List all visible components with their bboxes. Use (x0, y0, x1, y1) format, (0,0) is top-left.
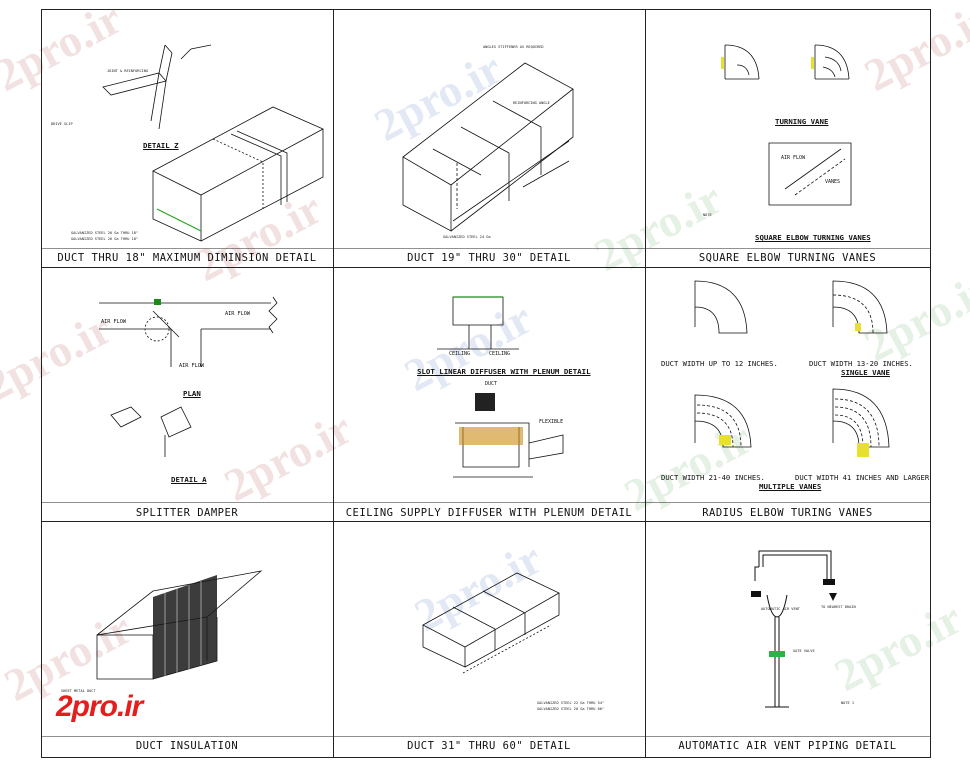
panel-title: AUTOMATIC AIR VENT PIPING DETAIL (678, 740, 897, 752)
panel-duct-31-60: GALVANIZED STEEL 22 Ga THRU 54" GALVANIZ… (333, 521, 645, 757)
single-vane-sublabel: SINGLE VANE (841, 368, 890, 377)
duct-isometric-drawing (102, 44, 324, 242)
detail-z-label: DETAIL Z (143, 141, 179, 150)
duct-insulation-drawing (96, 570, 263, 680)
panel-title: SQUARE ELBOW TURNING VANES (698, 252, 877, 264)
air-flow-label: AIR FLOW (781, 155, 806, 161)
ceiling-label: CEILING (449, 351, 471, 357)
note-text: GALVANIZED STEEL 20 Ga THRU 60" (537, 707, 605, 711)
plan-label: PLAN (183, 389, 201, 398)
panel-ceiling-diffuser: SLOT LINEAR DIFFUSER WITH PLENUM DETAIL … (333, 267, 645, 521)
note-text: GALVANIZED STEEL 26 Ga THRU 18" (71, 231, 139, 235)
air-vent-piping-drawing (751, 550, 837, 708)
note-text: SHEET METAL DUCT (61, 689, 96, 693)
site-logo: 2pro.ir (56, 690, 143, 723)
note-text: GALVANIZED STEEL 22 Ga THRU 54" (537, 701, 605, 705)
air-flow-label: AIR FLOW (225, 311, 250, 317)
panel-square-elbow: TURNING VANE AIR FLOW VANES NOTE SQUARE … (645, 9, 930, 267)
air-flow-label: AIR FLOW (179, 363, 204, 369)
note-text: GALVANIZED STEEL 24 Ga (443, 235, 491, 239)
detail-a-label: DETAIL A (171, 475, 207, 484)
turning-vane-label: TURNING VANE (775, 117, 829, 126)
note-text: ANGLES STIFFENER AS REQUIRED (483, 45, 544, 49)
panel-title: DUCT 19" THRU 30" DETAIL (407, 252, 571, 264)
panel-title: CEILING SUPPLY DIFFUSER WITH PLENUM DETA… (345, 507, 633, 519)
note-label: NOTE 1 (841, 701, 854, 705)
note-text: AUTOMATIC AIR VENT (761, 607, 800, 611)
duct-isometric-drawing (422, 572, 560, 674)
panel-air-vent-piping: TO NEAREST DRAIN AUTOMATIC AIR VENT GATE… (645, 521, 930, 757)
note-text: TO NEAREST DRAIN (821, 605, 856, 609)
note-text: GALVANIZED STEEL 26 Ga THRU 18" (71, 237, 139, 241)
panel-duct-insulation: SHEET METAL DUCT DUCT INSULATION (41, 521, 333, 757)
panel-duct-19-30: ANGLES STIFFENER AS REQUIRED REINFORCING… (333, 9, 645, 267)
vanes-label: VANES (825, 179, 841, 185)
panel-title: RADIUS ELBOW TURING VANES (702, 507, 873, 519)
panel-duct-thru-18: DETAIL Z JOINT & REINFORCING DRIVE SLIP … (41, 9, 333, 267)
diffuser-plenum-drawing (437, 296, 564, 478)
panel-splitter-damper: AIR FLOW AIR FLOW AIR FLOW PLAN DETAIL A… (41, 267, 333, 521)
flexible-label: FLEXIBLE (539, 419, 564, 425)
radius-caption: DUCT WIDTH 21-40 INCHES. (661, 473, 765, 482)
radius-elbow-drawing (694, 280, 890, 457)
panel-radius-elbow: DUCT WIDTH UP TO 12 INCHES. DUCT WIDTH 1… (645, 267, 930, 521)
multiple-vanes-sublabel: MULTIPLE VANES (759, 482, 822, 491)
panel-title: SPLITTER DAMPER (135, 507, 239, 519)
slot-diffuser-sublabel: SLOT LINEAR DIFFUSER WITH PLENUM DETAIL (417, 367, 591, 376)
air-flow-label: AIR FLOW (101, 319, 126, 325)
ceiling-label: CEILING (489, 351, 511, 357)
panel-title: DUCT THRU 18" MAXIMUM DIMINSION DETAIL (57, 252, 317, 264)
duct-label: DUCT (485, 381, 498, 387)
radius-caption: DUCT WIDTH 41 INCHES AND LARGER (795, 473, 930, 482)
panel-title: DUCT INSULATION (135, 740, 239, 752)
duct-isometric-drawing (402, 62, 574, 232)
note-label: NOTE (703, 213, 712, 217)
splitter-damper-drawing (99, 296, 278, 457)
square-elbow-sublabel: SQUARE ELBOW TURNING VANES (755, 233, 871, 242)
radius-caption: DUCT WIDTH 13-20 INCHES. (809, 359, 913, 368)
radius-caption: DUCT WIDTH UP TO 12 INCHES. (661, 359, 778, 368)
note-text: GATE VALVE (793, 649, 815, 653)
note-text: REINFORCING ANGLE (513, 101, 550, 105)
note-text: JOINT & REINFORCING (107, 69, 149, 73)
note-text: DRIVE SLIP (51, 122, 73, 126)
turning-vane-drawing (721, 44, 852, 206)
panel-title: DUCT 31" THRU 60" DETAIL (407, 740, 571, 752)
